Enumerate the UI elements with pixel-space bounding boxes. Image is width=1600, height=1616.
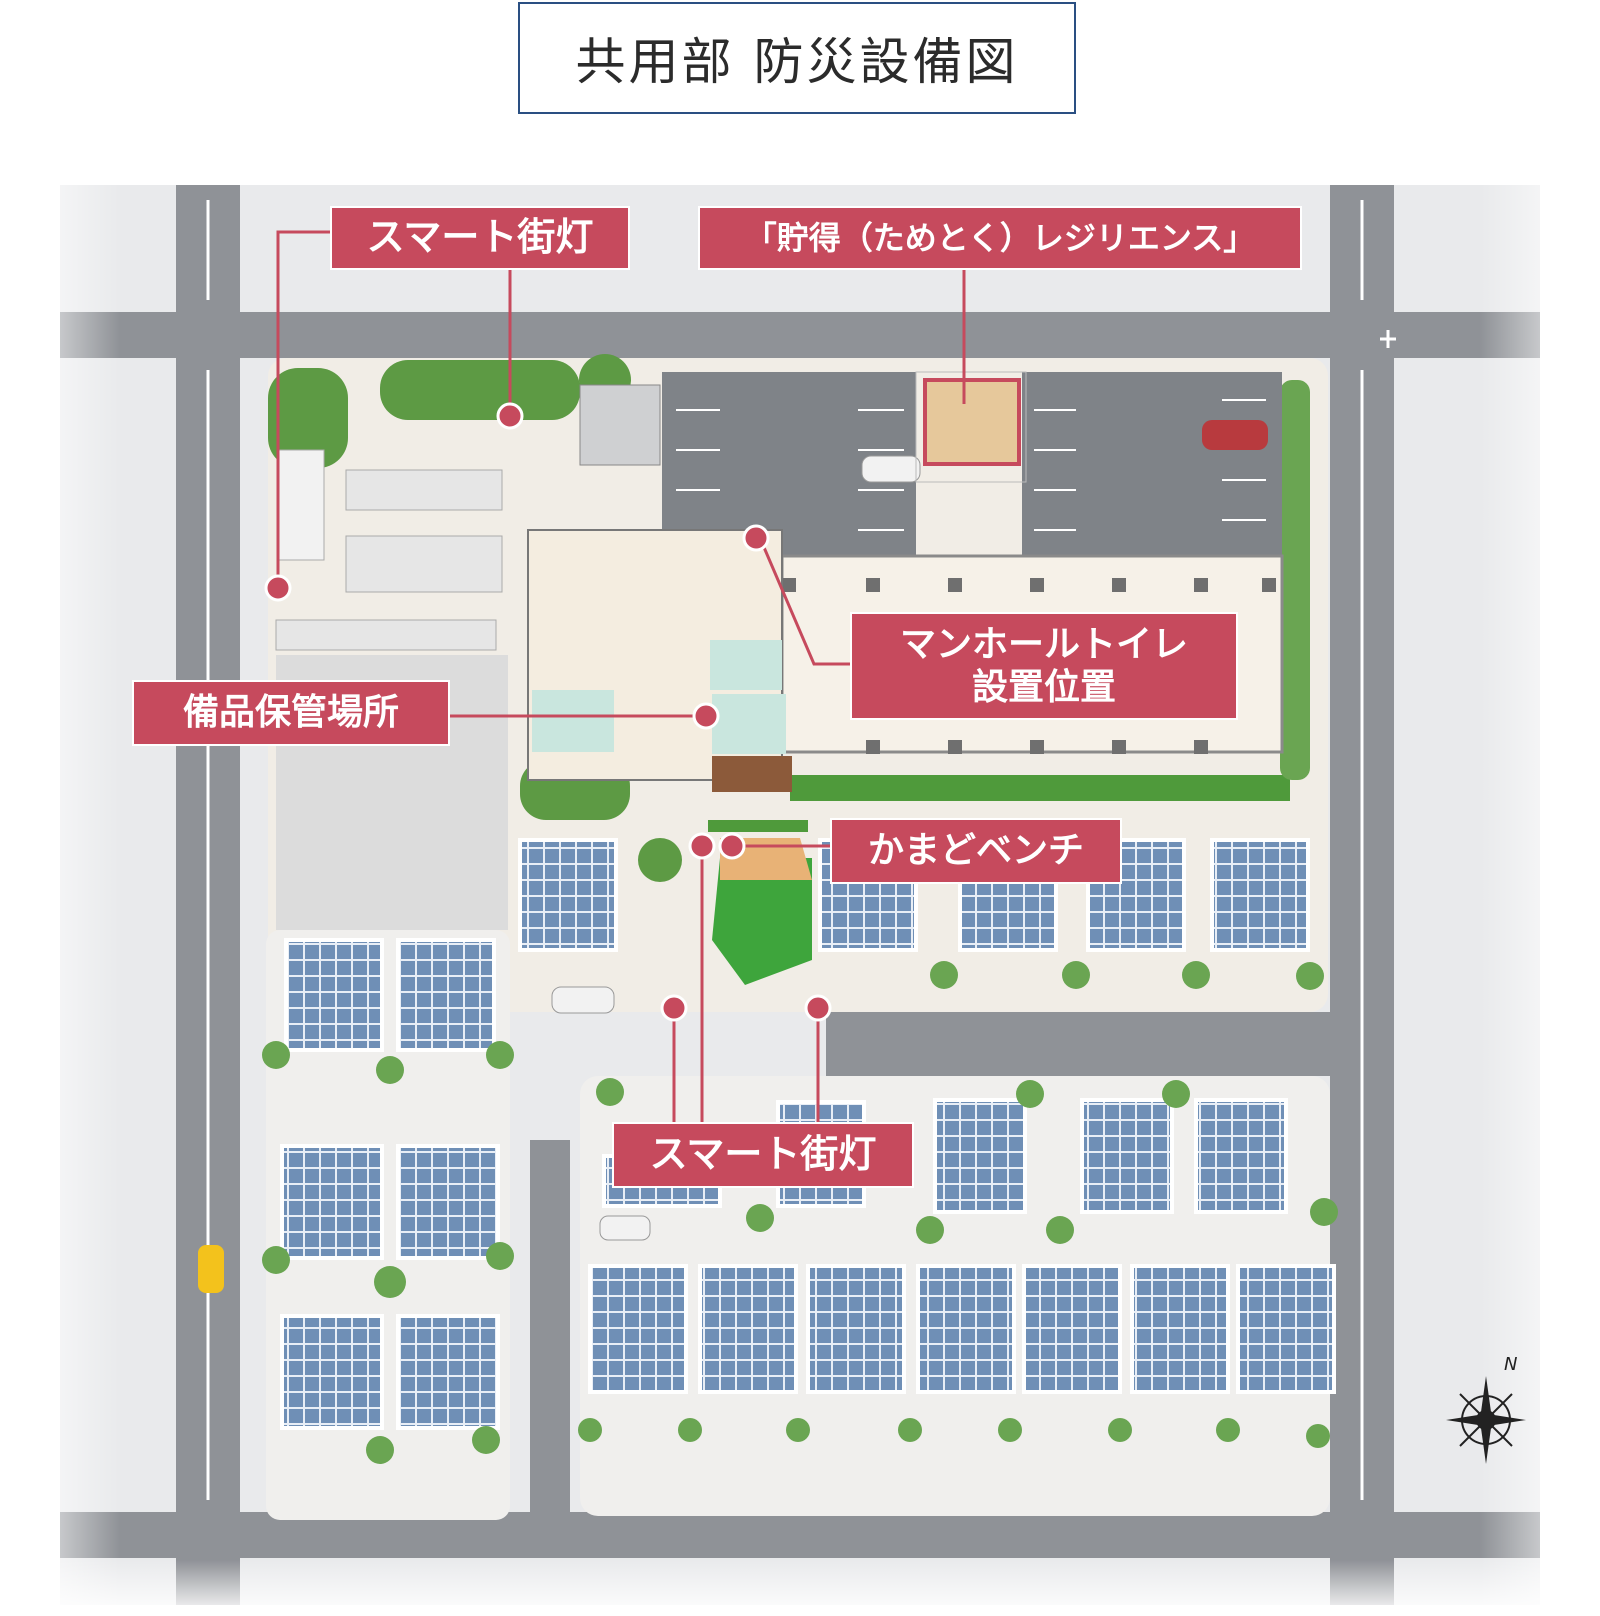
storage-shed-3 [275, 619, 497, 651]
label-resilience: 「貯得（ためとく）レジリエンス」 [698, 206, 1302, 270]
roads [60, 185, 1540, 1605]
car-taxi [198, 1245, 224, 1293]
marker-manhole [742, 524, 770, 552]
label-storage: 備品保管場所 [132, 680, 450, 746]
car-white-lane [551, 986, 615, 1014]
leader-smart-light-top-a [276, 230, 336, 588]
marker-storage [692, 702, 720, 730]
deck [712, 756, 792, 792]
page-title: 共用部 防災設備図 [575, 33, 1019, 91]
road-inner-south [530, 1140, 570, 1520]
pool-2 [710, 640, 782, 690]
marker-smart-light-3 [660, 994, 688, 1022]
marker-kamado-2 [718, 832, 746, 860]
car-red [1202, 420, 1268, 450]
label-kamado-bench: かまどベンチ [830, 818, 1122, 884]
label-manhole-toilet: マンホールトイレ 設置位置 [850, 612, 1238, 720]
marker-smart-light-2 [496, 402, 524, 430]
title-box: 共用部 防災設備図 [518, 2, 1076, 114]
pool-1 [532, 690, 614, 752]
car-white-south [599, 1215, 651, 1241]
marker-kamado-1 [688, 832, 716, 860]
storage-shed-2 [345, 535, 503, 593]
pool-3 [712, 694, 786, 754]
compass-north-label: N [1504, 1354, 1517, 1375]
bike-shed [579, 384, 661, 466]
compass-icon: N [1446, 1354, 1526, 1464]
building-pillars [782, 578, 1276, 754]
resilience-base [915, 371, 1027, 483]
label-smart-light-top: スマート街灯 [330, 206, 630, 270]
tall-shed [277, 449, 325, 561]
leader-manhole [758, 537, 854, 666]
storage-shed [345, 469, 503, 511]
trees [262, 961, 1338, 1464]
lawn [712, 858, 812, 985]
marker-smart-light-1 [264, 574, 292, 602]
greenery [268, 354, 1310, 882]
road-markings [206, 200, 1396, 1500]
marker-smart-light-4 [804, 994, 832, 1022]
road-inner-east [826, 1012, 1330, 1076]
resilience-unit [923, 378, 1021, 466]
road-north [60, 312, 1540, 358]
label-smart-light-bottom: スマート街灯 [612, 1122, 914, 1188]
marker-dots [264, 402, 832, 1022]
car-white-parking [861, 455, 921, 483]
leader-lines [276, 230, 966, 1130]
solar-houses [280, 838, 1336, 1430]
